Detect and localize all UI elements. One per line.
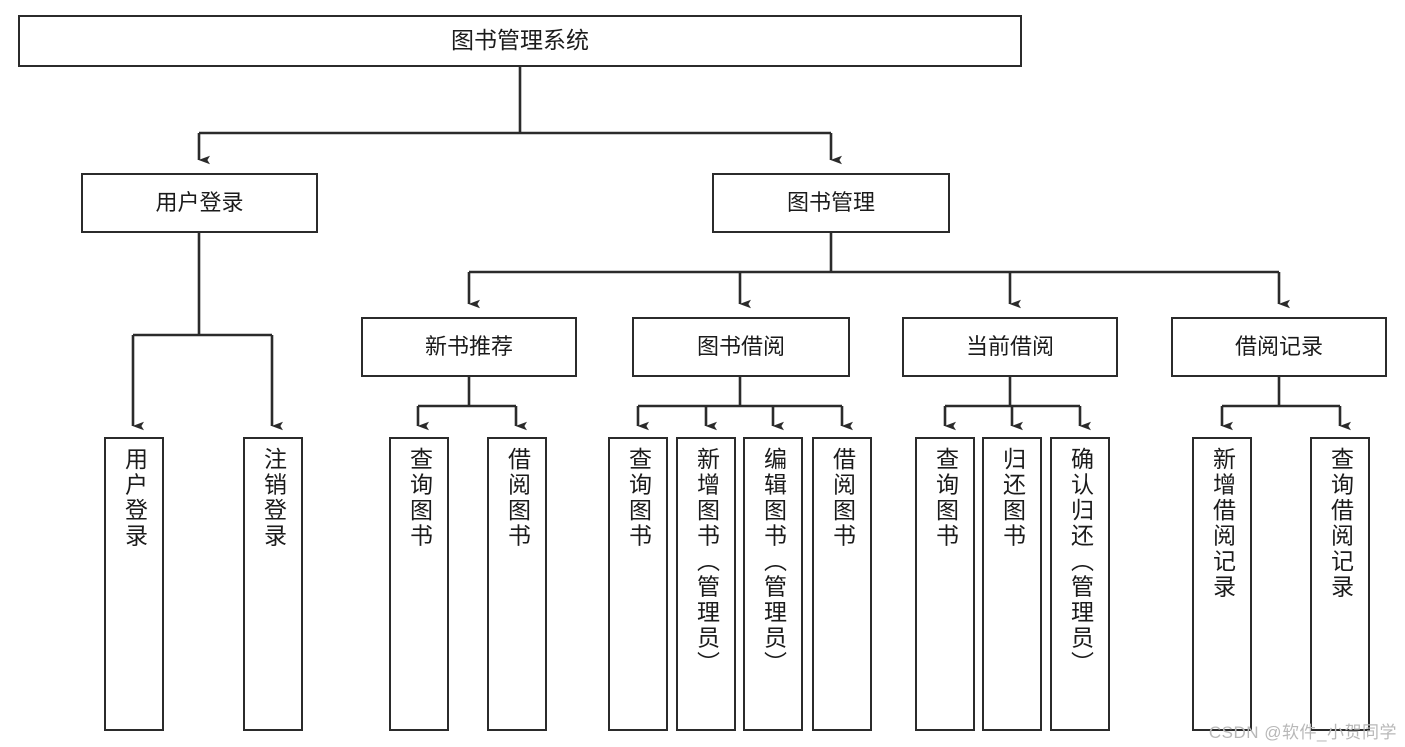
leaf-borrowrecord-query-record-label: 查询借阅记录 bbox=[1327, 447, 1354, 600]
leaf-bookborrow-edit-book[interactable]: 编辑图书（管理员） bbox=[743, 437, 803, 731]
node-borrow-record-label: 借阅记录 bbox=[1234, 333, 1323, 359]
leaf-currentborrow-query-book[interactable]: 查询图书 bbox=[915, 437, 975, 731]
leaf-borrowrecord-query-record[interactable]: 查询借阅记录 bbox=[1310, 437, 1370, 731]
leaf-bookborrow-add-book[interactable]: 新增图书（管理员） bbox=[676, 437, 736, 731]
leaf-currentborrow-query-book-label: 查询图书 bbox=[932, 447, 959, 549]
node-book-borrow-label: 图书借阅 bbox=[696, 333, 785, 359]
leaf-user-login[interactable]: 用户登录 bbox=[104, 437, 164, 731]
node-current-borrow-label: 当前借阅 bbox=[965, 333, 1054, 359]
leaf-bookborrow-add-book-label: 新增图书（管理员） bbox=[693, 447, 720, 677]
node-root-system-label: 图书管理系统 bbox=[451, 27, 589, 54]
leaf-newbook-borrow-book[interactable]: 借阅图书 bbox=[487, 437, 547, 731]
node-book-manage-label: 图书管理 bbox=[786, 189, 875, 215]
leaf-borrowrecord-add-record-label: 新增借阅记录 bbox=[1209, 447, 1236, 600]
node-current-borrow[interactable]: 当前借阅 bbox=[902, 317, 1118, 377]
node-book-borrow[interactable]: 图书借阅 bbox=[632, 317, 850, 377]
leaf-logout[interactable]: 注销登录 bbox=[243, 437, 303, 731]
leaf-bookborrow-edit-book-label: 编辑图书（管理员） bbox=[760, 447, 787, 677]
node-book-manage[interactable]: 图书管理 bbox=[712, 173, 950, 233]
leaf-currentborrow-return-book-label: 归还图书 bbox=[999, 447, 1026, 549]
leaf-logout-label: 注销登录 bbox=[260, 447, 287, 549]
node-user-login[interactable]: 用户登录 bbox=[81, 173, 318, 233]
node-borrow-record[interactable]: 借阅记录 bbox=[1171, 317, 1387, 377]
node-new-book-recommend[interactable]: 新书推荐 bbox=[361, 317, 577, 377]
leaf-bookborrow-borrow-book-label: 借阅图书 bbox=[829, 447, 856, 549]
node-new-book-recommend-label: 新书推荐 bbox=[424, 333, 513, 359]
leaf-bookborrow-query-book[interactable]: 查询图书 bbox=[608, 437, 668, 731]
leaf-newbook-borrow-book-label: 借阅图书 bbox=[504, 447, 531, 549]
node-user-login-label: 用户登录 bbox=[155, 189, 244, 215]
leaf-borrowrecord-add-record[interactable]: 新增借阅记录 bbox=[1192, 437, 1252, 731]
leaf-newbook-query-book[interactable]: 查询图书 bbox=[389, 437, 449, 731]
leaf-newbook-query-book-label: 查询图书 bbox=[406, 447, 433, 549]
leaf-currentborrow-confirm-return-label: 确认归还（管理员） bbox=[1067, 447, 1094, 677]
leaf-currentborrow-confirm-return[interactable]: 确认归还（管理员） bbox=[1050, 437, 1110, 731]
leaf-currentborrow-return-book[interactable]: 归还图书 bbox=[982, 437, 1042, 731]
node-root-system[interactable]: 图书管理系统 bbox=[18, 15, 1022, 67]
leaf-bookborrow-query-book-label: 查询图书 bbox=[625, 447, 652, 549]
leaf-bookborrow-borrow-book[interactable]: 借阅图书 bbox=[812, 437, 872, 731]
leaf-user-login-label: 用户登录 bbox=[121, 447, 148, 549]
